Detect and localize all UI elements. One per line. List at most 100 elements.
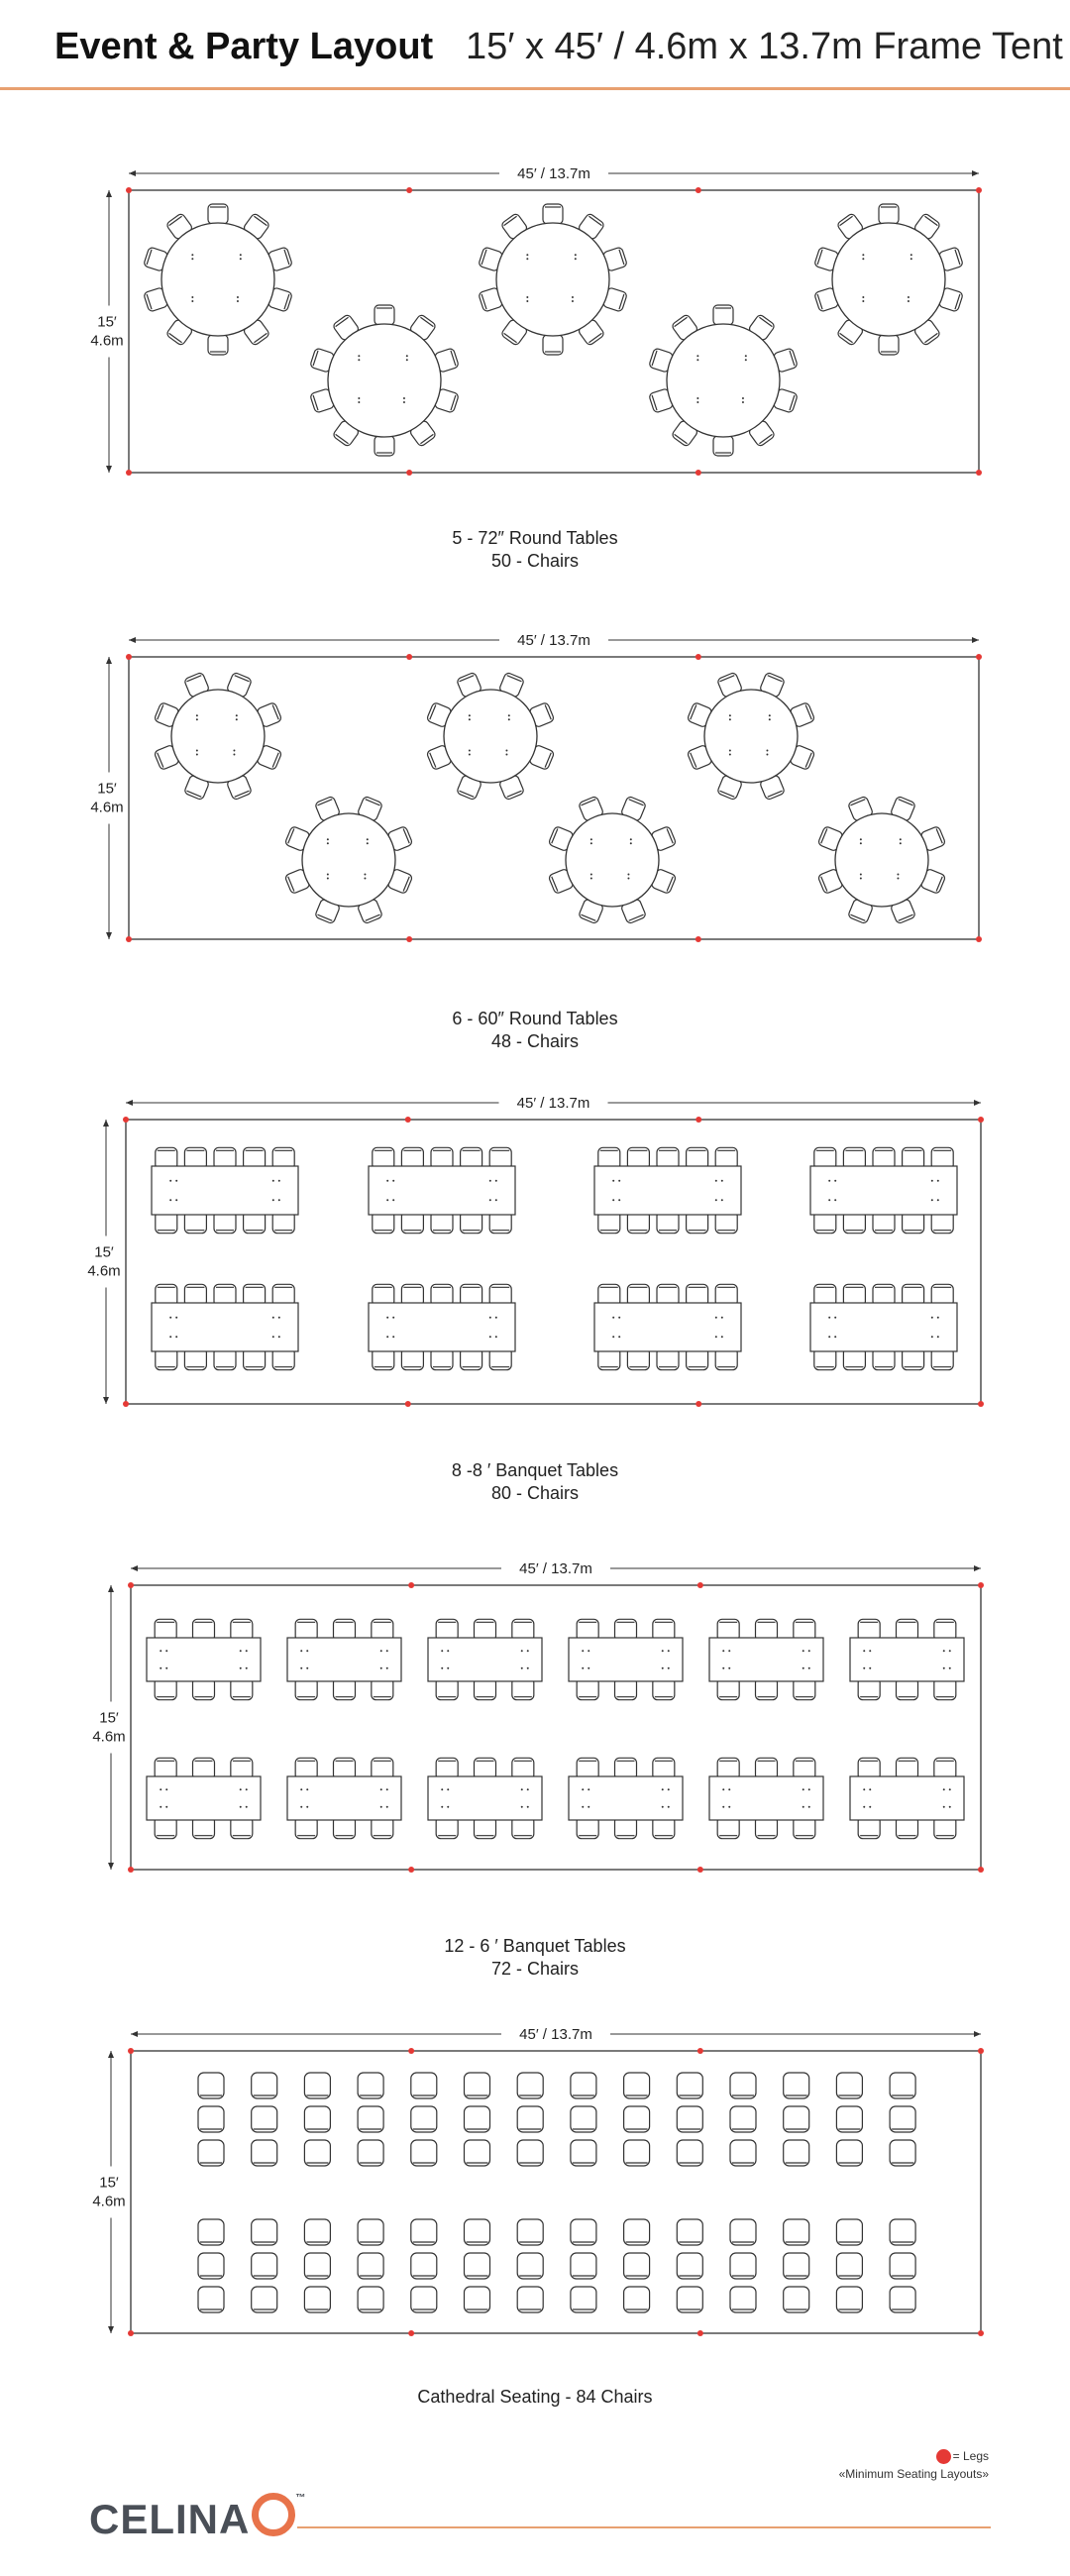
chair [729, 2072, 757, 2099]
chair [579, 796, 603, 821]
caption-chairs: 72 - Chairs [490, 1959, 580, 1979]
tent-outline [128, 656, 980, 940]
place-setting [494, 1336, 497, 1339]
place-setting [526, 1805, 529, 1808]
place-setting [447, 1805, 450, 1808]
place-setting [728, 749, 731, 752]
place-setting [948, 1666, 951, 1669]
chair-back [503, 215, 517, 227]
chair-seat [463, 2105, 491, 2133]
round-table [160, 222, 275, 337]
place-setting [828, 1179, 831, 1182]
banquet-table [286, 1637, 402, 1682]
place-setting [306, 1666, 309, 1669]
chair-seat [410, 2218, 438, 2246]
chair-back [581, 799, 596, 806]
place-setting [667, 1666, 670, 1669]
place-setting [507, 718, 510, 721]
place-setting [862, 295, 865, 298]
chair [656, 1283, 680, 1307]
caption-banquet6: 12 - 6 ′ Banquet Tables 72 - Chairs [0, 1935, 1070, 1981]
chair-seat [835, 2218, 864, 2246]
chair-back [283, 293, 290, 310]
place-setting [942, 1805, 945, 1808]
chair-back [789, 394, 796, 411]
chair [602, 247, 627, 271]
chair [358, 796, 382, 821]
chair [783, 2105, 810, 2133]
arrow-down-icon [108, 1863, 114, 1870]
chair [463, 2139, 491, 2167]
chair-back [146, 249, 153, 266]
banquet-table [368, 1165, 516, 1216]
height-label-ft: 15′ [99, 1710, 119, 1727]
place-setting [862, 258, 865, 261]
place-setting [385, 1650, 388, 1653]
chair [197, 2252, 225, 2280]
place-setting [627, 877, 630, 880]
tent-leg [408, 1867, 415, 1873]
place-setting [236, 299, 239, 302]
chair-back [588, 332, 602, 344]
chair-back [628, 913, 644, 921]
tent-leg [128, 2330, 134, 2336]
place-setting [863, 1650, 866, 1653]
chair-seat [729, 2252, 757, 2280]
chair [676, 2072, 703, 2099]
chair [622, 2105, 651, 2133]
chair [488, 1211, 512, 1234]
banquet-table [593, 1165, 742, 1216]
chair [576, 1618, 599, 1642]
chair-back [254, 332, 268, 344]
round-table [327, 323, 442, 438]
chair-back [544, 704, 552, 720]
place-setting [696, 396, 699, 399]
tent-leg [978, 1582, 984, 1588]
place-setting [364, 873, 367, 876]
chair-back [924, 332, 938, 344]
chair-seat [676, 2072, 703, 2099]
place-setting [165, 1788, 168, 1791]
chair-back [551, 876, 559, 892]
tent-leg [404, 1117, 411, 1123]
place-setting [574, 254, 577, 257]
chair-seat [570, 2105, 597, 2133]
arrow-up-icon [106, 190, 112, 197]
chair [570, 2072, 597, 2099]
tent-leg [976, 936, 982, 942]
chair-back [429, 752, 437, 768]
chair [842, 1211, 867, 1234]
place-setting [807, 1788, 810, 1791]
chair-seat [783, 2286, 810, 2313]
chair [570, 2139, 597, 2167]
chair [430, 1347, 454, 1371]
arrow-right-icon [972, 170, 979, 176]
chair-seat [570, 2139, 597, 2167]
place-setting [233, 749, 236, 752]
place-setting [165, 1666, 168, 1669]
place-setting [589, 873, 592, 876]
chair [813, 1211, 837, 1234]
tent-leg [406, 936, 413, 942]
chair [410, 2286, 438, 2313]
chair [570, 2218, 597, 2246]
place-setting [441, 1650, 444, 1653]
chair [511, 1677, 535, 1701]
chair-back [651, 394, 658, 411]
place-setting [505, 753, 508, 756]
chair [602, 287, 627, 312]
chair [371, 1677, 394, 1701]
place-setting [571, 299, 574, 302]
chair-seat [835, 2139, 864, 2167]
place-setting [494, 1199, 497, 1202]
place-setting [582, 1805, 585, 1808]
chair-back [544, 752, 552, 768]
place-setting [744, 359, 747, 362]
place-setting [728, 1805, 731, 1808]
tent-outline [130, 1584, 982, 1871]
chair [548, 869, 574, 894]
chair [835, 2218, 864, 2246]
chair [729, 2218, 757, 2246]
place-setting [326, 842, 329, 845]
